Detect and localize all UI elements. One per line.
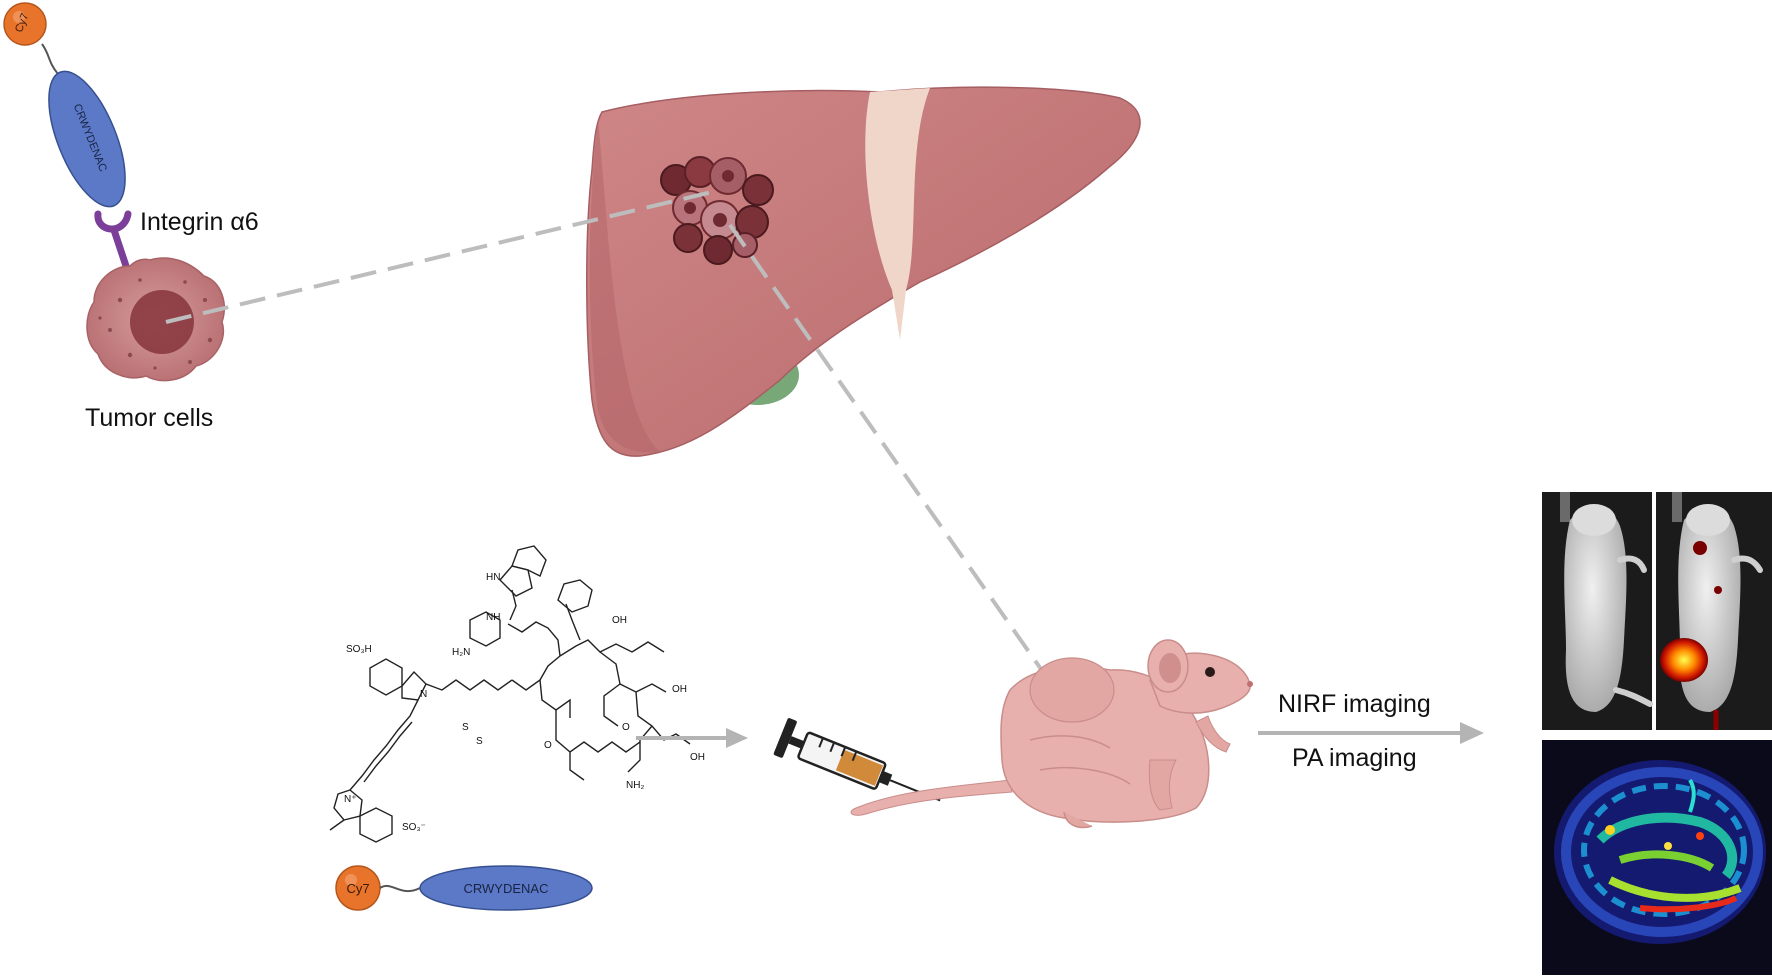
svg-text:OH: OH (672, 684, 687, 695)
arrow-to-injection (636, 728, 748, 748)
pa-image-panel (1542, 740, 1772, 975)
liver (586, 86, 1141, 457)
syringe-icon (773, 718, 941, 802)
svg-text:NH: NH (486, 612, 500, 623)
mouse-illustration (850, 639, 1253, 829)
tumor-cell (86, 257, 225, 382)
chemical-structure (329, 545, 691, 843)
connector-liver-to-mouse (728, 223, 1052, 684)
pa-imaging-label: PA imaging (1292, 744, 1417, 772)
svg-text:S: S (462, 722, 469, 733)
nirf-image-panel-right (1656, 492, 1772, 730)
svg-text:N⁺: N⁺ (344, 794, 357, 805)
chemical-atoms: SO₃H SO₃⁻ NH H₂N HN OH OH O O OH NH₂ S S… (344, 572, 705, 833)
peptide-ellipse-bottom (419, 865, 593, 911)
linker (41, 43, 59, 75)
svg-text:OH: OH (690, 752, 705, 763)
svg-text:SO₃⁻: SO₃⁻ (402, 822, 426, 833)
falciform-ligament (865, 88, 930, 340)
integrin-receptor (94, 210, 132, 276)
svg-text:O: O (544, 740, 552, 751)
probe-top: Cy7 CRWYDENAC (3, 2, 132, 276)
svg-text:SO₃H: SO₃H (346, 644, 372, 655)
svg-text:OH: OH (612, 615, 627, 626)
tumor-signal-hotspot (1660, 638, 1708, 682)
peptide-ellipse-top: CRWYDENAC (48, 70, 126, 208)
svg-text:H₂N: H₂N (452, 647, 470, 658)
svg-text:S: S (476, 736, 483, 747)
peptide-label-bottom: CRWYDENAC (464, 881, 549, 896)
svg-text:O: O (622, 722, 630, 733)
svg-text:N: N (420, 689, 427, 700)
nirf-image-panel-left (1542, 492, 1653, 730)
liver-tumor-cluster (660, 156, 774, 265)
tumor-cells-label: Tumor cells (85, 404, 214, 432)
svg-text:HN: HN (486, 572, 500, 583)
integrin-label: Integrin α6 (140, 208, 259, 236)
arrow-to-imaging (1258, 722, 1484, 744)
cy7-label-bottom: Cy7 (346, 881, 369, 896)
svg-text:NH₂: NH₂ (626, 780, 644, 791)
cy7-sphere-top: Cy7 (3, 2, 47, 46)
probe-bottom: Cy7 CRWYDENAC (335, 865, 593, 911)
connector-cell-to-liver (165, 190, 713, 324)
nirf-imaging-label: NIRF imaging (1278, 690, 1431, 718)
